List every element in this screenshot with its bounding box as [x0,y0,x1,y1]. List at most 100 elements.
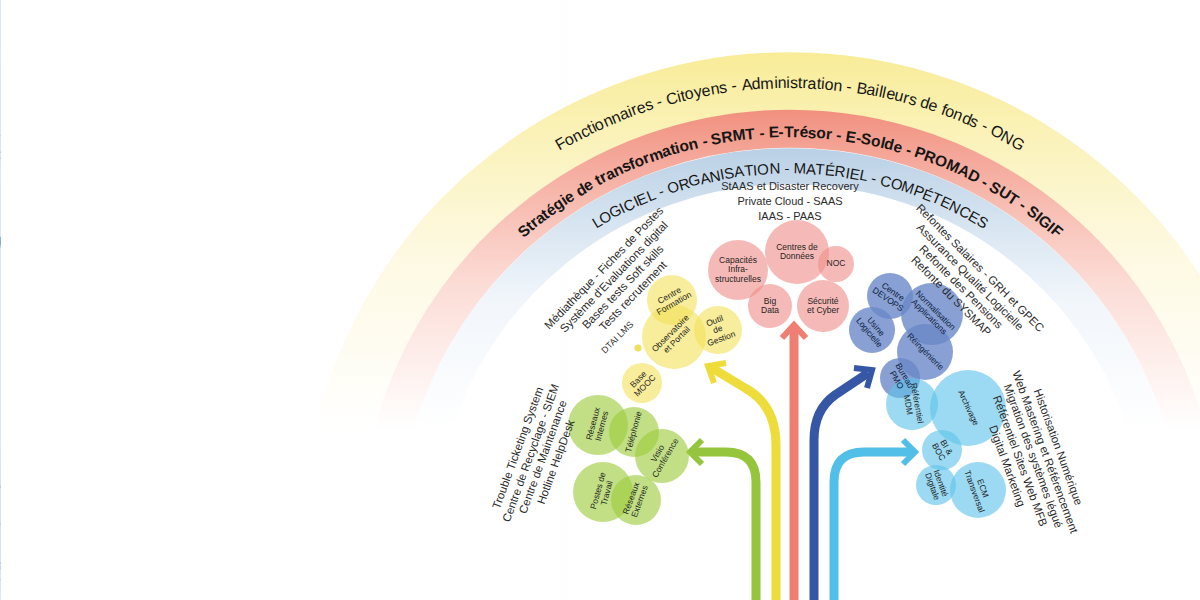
arc-letter [789,160,793,175]
yellow-arrow [712,368,776,600]
arc-letter: o [943,103,957,121]
arc-letter: I [1045,219,1058,234]
arc-letter: É [921,186,936,204]
band-shape [338,81,1200,460]
arc-letter: G [687,172,702,189]
arc-letter: a [602,165,617,183]
arc-letter: M [732,127,747,144]
arc-letter: n [609,108,623,126]
arc-letter [661,182,670,198]
band-shape [385,129,1195,469]
arc-letter: t [585,121,596,137]
bubble-circle [622,363,662,403]
arc-letter: P [912,182,927,200]
red-arrow [790,329,799,600]
bubble-circle [950,462,1006,518]
bubble-circle [886,378,938,430]
arc-letter: L [858,167,869,183]
arc-letter: E [845,128,858,145]
arc-letter [935,100,944,117]
arc-letter: o [683,85,695,103]
arc-letter: P [913,144,928,162]
arc-letter: E [938,193,953,211]
arc-letter: S [723,165,735,181]
arc-letter: L [644,186,657,203]
arc-letter: t [798,75,803,91]
arc-letter: F [1048,222,1065,240]
arc-letter: d [918,94,931,112]
arc-letter [914,93,923,110]
bubble-circle [635,429,689,483]
bubble-node: Base MOOC [622,363,662,403]
arc-letter [900,140,908,156]
arc-letter: T [1005,190,1021,208]
arc-letter: r [793,124,799,140]
arc-letter: o [824,76,834,93]
arc-letter [588,174,599,190]
bubble-text: Capacités Infra-structurelles [715,256,761,284]
arc-letter: T [815,161,825,177]
arc-letter: s [619,158,633,176]
arc-letter: r [825,126,833,142]
bubble-circle [849,307,895,353]
arc-letter: u [893,87,905,105]
arc-letter: G [1008,134,1027,154]
arc-letter: S [987,178,1004,197]
arrow-head [690,440,702,464]
arc-letter: g [550,195,567,213]
arc-letter: O [757,161,770,177]
arc-letter [975,116,986,132]
bubble-node: Usine Logicielle [849,307,895,353]
arc-letter [726,79,733,95]
bubble-circle [818,246,854,282]
arc-letter: - [846,79,853,96]
bubble-circle [916,465,956,505]
list-label: Private Cloud - SAAS [737,195,842,207]
arc-letter: o [562,131,578,149]
arc-letter: e [581,176,596,194]
arc-letter [569,186,581,201]
arc-letter: M [793,160,806,175]
arc-letter: s [642,97,655,115]
arc-letter: - [835,127,842,143]
bubble-text: Sécurité et Cyber [803,297,843,316]
arc-letter: - [979,118,991,135]
arc-letter: E [768,124,779,140]
arc-letter: G [1036,212,1055,232]
arc-letter: O [665,178,681,196]
arc-letter: G [607,202,624,221]
arc-letter: i [786,75,790,91]
arc-letter: r [641,150,652,167]
arc-letter: - [779,124,784,140]
arc-letter: n [951,106,965,124]
arc-letter [660,92,669,109]
arc-letter: s [808,125,817,141]
arc-letter: R [834,163,847,179]
bubble-node: ECM Transversal [950,462,1006,518]
arc-letter: e [884,85,896,103]
arc-letter: C [664,89,679,107]
arc-letter: y [692,84,703,101]
arc-letter: l [878,84,885,100]
arc-letter [754,125,760,141]
arc-letter: s [718,79,728,96]
arc-letter: d [572,181,588,199]
arc-letter: a [807,75,817,91]
arc-letter: o [870,133,883,150]
arc-letter: r [901,90,910,107]
dark-blue-arrow [814,373,868,600]
list-label: IAAS - PAAS [758,210,821,222]
arc-letter: C [621,195,637,213]
arc-letter: I [631,194,641,209]
arc-letter: I [844,165,850,180]
bubble-node: Big Data [748,284,792,328]
arc-letter: l [881,85,888,101]
arc-letter: i [675,88,682,104]
arc-letter: a [617,105,631,123]
arc-letter: i [589,119,599,135]
arc-letter: - [979,174,991,190]
list-label: StAAS et Disaster Recovery [721,180,859,192]
arc-letter [652,185,661,200]
bubble-text: NOC [827,259,846,268]
arrow-head [708,363,726,383]
